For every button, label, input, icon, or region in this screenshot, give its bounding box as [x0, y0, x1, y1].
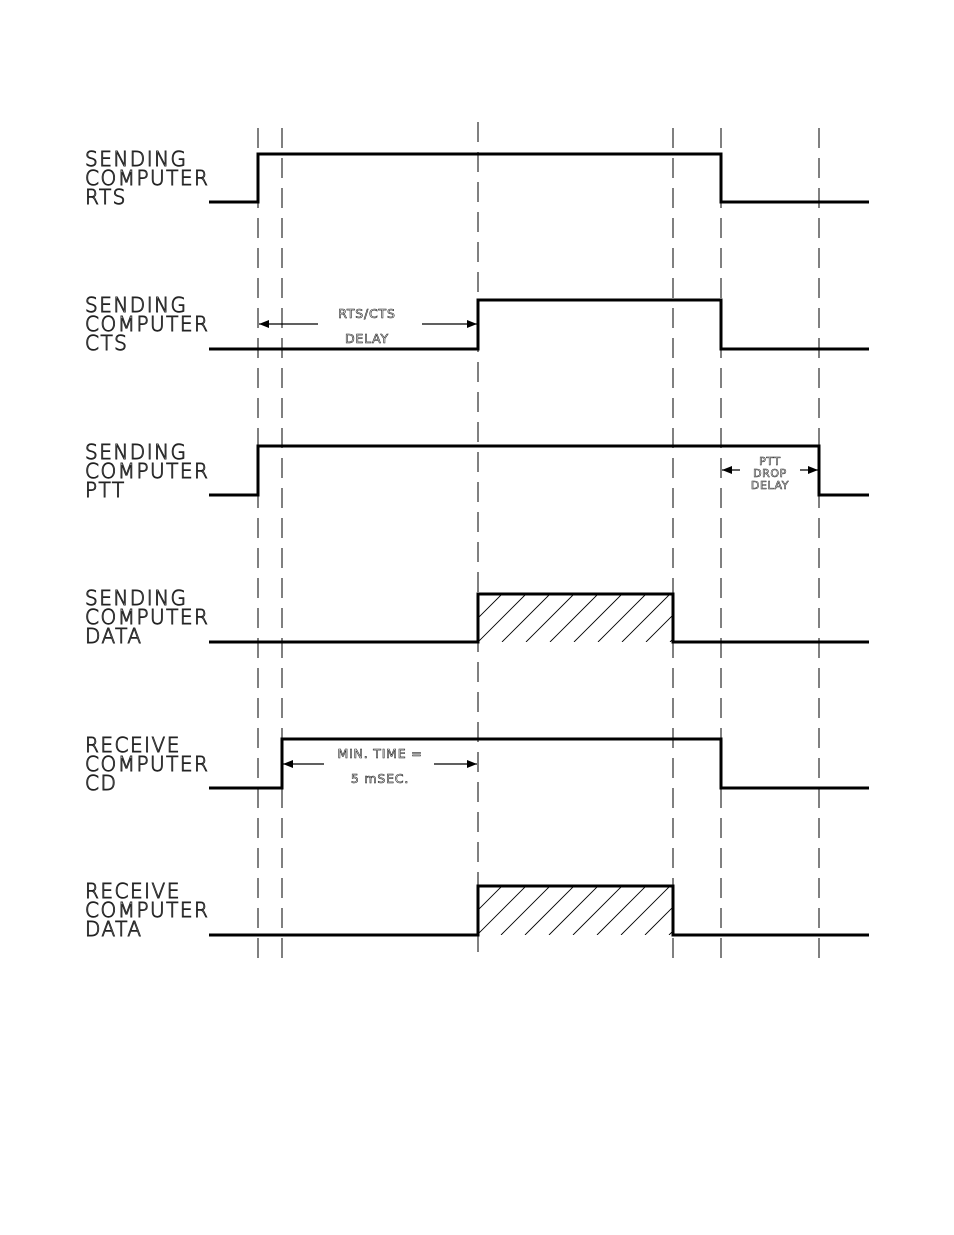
- hatch-line: [477, 886, 526, 935]
- data-hatch-send: [430, 594, 766, 642]
- hatch-line: [598, 594, 646, 642]
- annotation-text: DELAY: [751, 479, 789, 492]
- hatch-line: [502, 594, 550, 642]
- hatch-line: [646, 594, 694, 642]
- hatch-line: [549, 886, 598, 935]
- hatch-line: [694, 594, 742, 642]
- signal-label-ptt: SENDING COMPUTER PTT: [85, 440, 209, 502]
- hatch-line: [429, 886, 478, 935]
- signal-label-receive-data: RECEIVE COMPUTER DATA: [85, 879, 209, 941]
- waveform-send-data: [209, 594, 869, 642]
- annotation-text: DELAY: [345, 331, 389, 346]
- hatch-line: [717, 886, 766, 935]
- hatch-line: [574, 594, 622, 642]
- signal-label-rts: SENDING COMPUTER RTS: [85, 147, 209, 209]
- hatch-line: [645, 886, 694, 935]
- signal-label-send-data: SENDING COMPUTER DATA: [85, 586, 209, 648]
- annotation-text: 5 mSEC.: [351, 771, 409, 786]
- hatch-line: [501, 886, 550, 935]
- data-hatch-receive: [429, 886, 766, 935]
- annotation-text: MIN. TIME =: [337, 746, 422, 761]
- hatch-line: [597, 886, 646, 935]
- waveform-rts: [209, 154, 869, 202]
- min-time-annotation: MIN. TIME = 5 mSEC.: [283, 746, 477, 786]
- hatch-line: [718, 594, 766, 642]
- label-line: DATA: [85, 624, 143, 648]
- label-line: CD: [85, 771, 117, 795]
- label-line: RTS: [85, 185, 127, 209]
- hatch-line: [670, 594, 718, 642]
- label-line: DATA: [85, 917, 143, 941]
- hatch-line: [478, 594, 526, 642]
- timing-guides: [258, 122, 819, 962]
- hatch-line: [430, 594, 478, 642]
- hatch-line: [693, 886, 742, 935]
- hatch-line: [550, 594, 598, 642]
- hatch-line: [573, 886, 622, 935]
- hatch-line: [621, 886, 670, 935]
- rts-cts-delay-annotation: RTS/CTS DELAY: [259, 306, 477, 346]
- ptt-drop-delay-annotation: PTT DROP DELAY: [722, 455, 818, 492]
- hatch-line: [622, 594, 670, 642]
- hatch-line: [526, 594, 574, 642]
- signal-label-cts: SENDING COMPUTER CTS: [85, 293, 209, 355]
- waveform-receive-data: [209, 886, 869, 935]
- hatch-line: [525, 886, 574, 935]
- hatch-line: [669, 886, 718, 935]
- label-line: CTS: [85, 331, 128, 355]
- annotation-text: RTS/CTS: [338, 306, 395, 321]
- signal-label-cd: RECEIVE COMPUTER CD: [85, 733, 209, 795]
- label-line: PTT: [85, 478, 126, 502]
